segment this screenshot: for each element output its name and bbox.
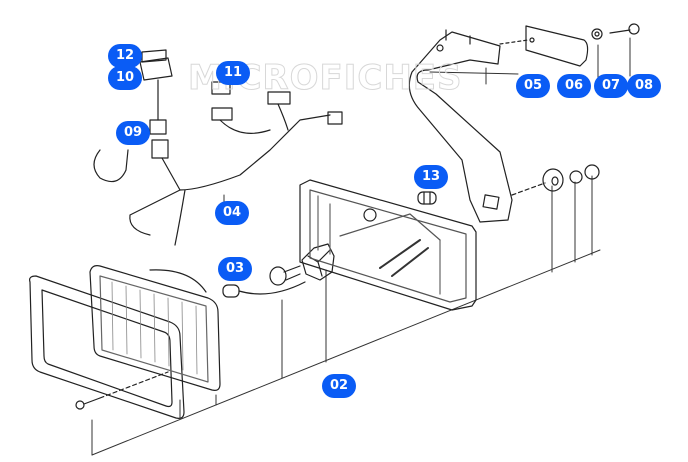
leader-lines xyxy=(91,37,631,456)
callout-09[interactable]: 09 xyxy=(116,121,150,145)
callout-12[interactable]: 12 xyxy=(108,44,142,68)
callout-07[interactable]: 07 xyxy=(594,74,628,98)
callout-05[interactable]: 05 xyxy=(516,74,550,98)
clamp-plate xyxy=(499,25,589,67)
washer xyxy=(591,28,603,40)
screw xyxy=(75,371,169,410)
bolt xyxy=(609,23,640,35)
adjuster-screw xyxy=(269,265,301,286)
callout-04[interactable]: 04 xyxy=(215,201,249,225)
callout-10[interactable]: 10 xyxy=(108,66,142,90)
callout-03[interactable]: 03 xyxy=(218,257,252,281)
callout-13[interactable]: 13 xyxy=(414,165,448,189)
headlamp-housing xyxy=(299,179,477,311)
callout-06[interactable]: 06 xyxy=(557,74,591,98)
headlamp-bezel xyxy=(29,275,185,419)
grommet xyxy=(417,191,437,205)
callout-08[interactable]: 08 xyxy=(627,74,661,98)
right-hardware xyxy=(511,164,600,196)
headlamp-lens xyxy=(89,265,221,391)
bulb xyxy=(222,281,306,298)
callout-11[interactable]: 11 xyxy=(216,61,250,85)
mounting-bracket xyxy=(408,29,513,223)
callout-02[interactable]: 02 xyxy=(322,374,356,398)
